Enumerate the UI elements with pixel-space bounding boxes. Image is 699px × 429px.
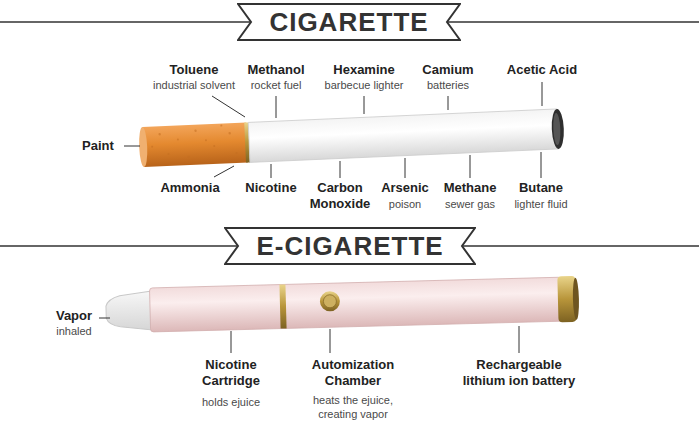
banner-title: E-CIGARETTE — [256, 227, 443, 265]
part-label: Methane — [435, 180, 505, 196]
cigarette-drawing — [138, 109, 564, 168]
part-label: Rechargeable lithium ion battery — [457, 357, 581, 389]
paper — [248, 109, 558, 162]
part-note: holds ejuice — [181, 395, 281, 409]
cigarette-tip — [551, 109, 565, 149]
part-note: inhaled — [44, 324, 104, 338]
part-label: Vapor — [44, 308, 104, 324]
part-label: Butane — [506, 180, 576, 196]
button — [320, 291, 341, 312]
part-label: Automization Chamber — [303, 357, 403, 389]
leader-lines — [124, 82, 542, 178]
part-label: Nicotine — [236, 180, 306, 196]
cigarette-tip — [553, 113, 561, 145]
banner-shape — [238, 4, 460, 40]
part-label: Camium — [408, 62, 488, 78]
leader-lines — [99, 318, 519, 353]
part-label: Arsenic — [370, 180, 440, 196]
e-cigarette-drawing — [105, 276, 579, 334]
part-note: poison — [370, 197, 440, 211]
filter — [142, 123, 248, 167]
part-note: lighter fluid — [496, 197, 586, 211]
part-note: industrial solvent — [139, 78, 249, 92]
part-label: Acetic Acid — [492, 62, 592, 78]
mouthpiece — [106, 291, 153, 331]
part-label: Hexamine — [319, 62, 409, 78]
heading-banner: E-CIGARETTE — [224, 227, 476, 265]
gold-ring — [279, 284, 286, 328]
part-label: Paint — [73, 138, 123, 154]
part-note: rocket fuel — [236, 78, 316, 92]
part-label: Toluene — [154, 62, 234, 78]
part-label: Methanol — [236, 62, 316, 78]
part-note: sewer gas — [430, 197, 510, 211]
filter-end — [138, 127, 148, 167]
banner-title: CIGARETTE — [269, 3, 428, 41]
filter-speckles — [150, 124, 237, 160]
button — [323, 295, 336, 308]
part-label: Nicotine Cartridge — [191, 357, 271, 389]
part-note: heats the ejuice, creating vapor — [298, 393, 408, 421]
part-label: Ammonia — [150, 180, 230, 196]
banner-shape — [225, 228, 475, 264]
part-note: batteries — [408, 78, 488, 92]
e-cig-body — [149, 277, 562, 332]
part-note: barbecue lighter — [309, 78, 419, 92]
heading-banner: CIGARETTE — [237, 3, 461, 41]
part-label: Carbon Monoxide — [304, 180, 376, 212]
end-cap — [572, 278, 579, 320]
